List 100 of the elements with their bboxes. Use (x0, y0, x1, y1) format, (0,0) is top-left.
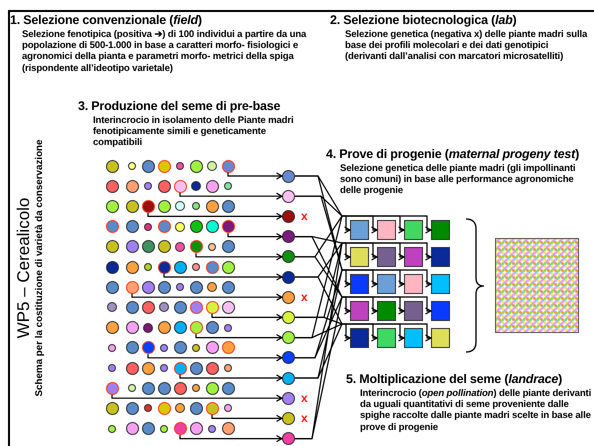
arrow (295, 196, 405, 288)
plant-dot (158, 280, 170, 294)
plant-dot (142, 160, 154, 172)
plant-dot (158, 240, 170, 254)
plant-dot (174, 260, 186, 274)
plant-dot (207, 161, 217, 171)
progeny-plot (350, 220, 369, 240)
plant-dot (142, 280, 154, 294)
plant-dot (106, 160, 118, 172)
plant-dot (142, 200, 154, 213)
arrow (111, 394, 283, 402)
arrow (147, 354, 283, 362)
plant-dot (158, 200, 170, 213)
progeny-plot (404, 220, 423, 240)
progeny-plot (404, 247, 423, 267)
arrow (147, 212, 283, 220)
plant-dot (206, 402, 218, 415)
plant-dot (206, 300, 218, 314)
selected-plant-dot (282, 310, 295, 324)
plant-dot (126, 422, 138, 436)
section-description: Selezione genetica delle piante madri (gli impollinanti sono comuni) in base alle performance agronomiche delle progenie (340, 163, 576, 197)
plant-dot (176, 283, 184, 292)
plant-dot (144, 404, 152, 412)
plant-dot (222, 260, 234, 274)
plant-dot (208, 424, 216, 433)
selected-plant-dot (282, 351, 295, 364)
plant-dot (126, 402, 138, 415)
progeny-plot (404, 301, 423, 321)
plant-dot (175, 201, 185, 212)
progeny-plot (350, 274, 369, 294)
plant-dot (174, 382, 186, 395)
arrow (295, 316, 432, 342)
plant-dot (106, 240, 118, 254)
plant-dot (206, 321, 218, 334)
plant-dot (222, 422, 234, 436)
progeny-plot (350, 301, 369, 321)
diagram-title: WP5 – Cerealicolo (14, 198, 34, 338)
progeny-plot (377, 274, 396, 294)
plant-dot (158, 321, 170, 334)
arrow (295, 236, 405, 315)
plant-dot (126, 321, 138, 334)
plant-dot (160, 344, 168, 352)
plant-dot (126, 180, 138, 193)
plant-dot (126, 300, 138, 314)
plant-dot (128, 384, 136, 392)
section-heading: 3. Produzione del seme di pre-base (78, 99, 282, 113)
plant-dot (143, 322, 153, 333)
selected-plant-dot (282, 432, 295, 446)
plant-dot (142, 300, 154, 314)
selected-plant-dot (282, 392, 295, 405)
plant-dot (190, 402, 202, 415)
plant-dot (224, 364, 232, 372)
plant-dot (158, 382, 170, 395)
plant-dot (142, 341, 154, 354)
plant-dot (206, 220, 218, 234)
plant-dot (144, 182, 152, 190)
plant-dot (192, 263, 200, 271)
arrow (295, 276, 351, 342)
plant-dot (158, 160, 170, 172)
plant-dot (207, 282, 217, 292)
plant-dot (106, 180, 118, 193)
plant-dot (190, 280, 202, 294)
selected-plant-dot (282, 270, 295, 284)
plant-dot (208, 242, 216, 251)
selected-plant-dot (282, 250, 295, 264)
plant-dot (191, 181, 201, 192)
plant-dot (206, 260, 218, 274)
plant-dot (192, 344, 200, 352)
progeny-plot (431, 301, 450, 321)
plant-dot (222, 341, 234, 354)
plant-dot (175, 242, 185, 252)
plant-dot (144, 222, 152, 231)
progeny-plot (377, 247, 396, 267)
plant-dot (174, 341, 186, 354)
plant-dot (222, 280, 234, 294)
plant-dot (206, 341, 218, 354)
plant-dot (126, 240, 138, 254)
section-description: Interincrocio (open pollination) delle piante derivanti da uguali quantitativi di seme proveniente dalle spighe raccolte dalle piante madri scelte in base alle prove di progenie (360, 388, 592, 433)
section-heading: 4. Prove di progenie (maternal progeny test) (326, 147, 580, 161)
plant-dot (144, 263, 152, 271)
plant-dot (142, 422, 154, 436)
plant-dot (142, 240, 154, 254)
plant-dot (126, 280, 138, 294)
arrow (227, 233, 283, 240)
progeny-plot (404, 328, 423, 348)
plant-dot (190, 321, 202, 334)
section-description: Interincrocio in isolamento delle Piante madri fenotipicamente simili e geneticamente compatibili (93, 115, 294, 149)
selected-plant-dot (282, 412, 295, 425)
plant-dot (158, 260, 170, 274)
arrow (295, 296, 351, 440)
plant-dot (190, 300, 202, 314)
plant-dot (106, 260, 118, 274)
plant-dot (206, 180, 218, 193)
section-description: Selezione genetica (negativa x) delle piante madri sulla base dei profili molecolari e dei dati genotipici (derivanti dall’analisi con marcatori microsatelliti) (345, 29, 588, 63)
selected-plant-dot (282, 290, 295, 304)
plant-dot (176, 162, 184, 170)
plant-dot (106, 402, 118, 415)
plant-dot (192, 384, 200, 392)
reject-mark: x (301, 392, 308, 404)
arrow (179, 192, 283, 200)
